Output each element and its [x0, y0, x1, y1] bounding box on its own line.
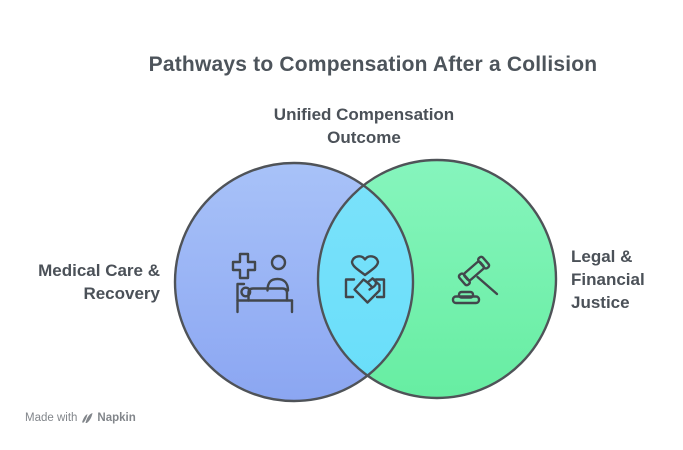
watermark: Made with Napkin — [25, 412, 136, 424]
overlap-label-line: Outcome — [327, 128, 401, 147]
napkin-logo-icon — [82, 413, 93, 423]
right-set-label-line: Justice — [571, 293, 630, 312]
overlap-label-line: Unified Compensation — [273, 105, 455, 124]
overlap-label: Unified Compensation Outcome — [214, 103, 514, 149]
right-set-label-line: Financial — [571, 270, 645, 289]
gavel-icon — [451, 255, 499, 305]
watermark-brand: Napkin — [97, 412, 136, 424]
right-set-label-line: Legal & — [571, 247, 633, 266]
left-set-label-line: Recovery — [83, 284, 160, 303]
left-set-label: Medical Care & Recovery — [10, 259, 160, 305]
handshake-heart-icon — [344, 255, 386, 304]
watermark-prefix: Made with — [25, 412, 78, 424]
right-set-label: Legal & Financial Justice — [571, 245, 681, 314]
hospital-bed-icon — [231, 252, 294, 314]
right-circle-outline — [316, 158, 558, 400]
overlap-lens — [318, 163, 413, 398]
left-set-label-line: Medical Care & — [38, 261, 160, 280]
page-title: Pathways to Compensation After a Collisi… — [148, 53, 598, 76]
left-circle-outline — [173, 161, 415, 403]
